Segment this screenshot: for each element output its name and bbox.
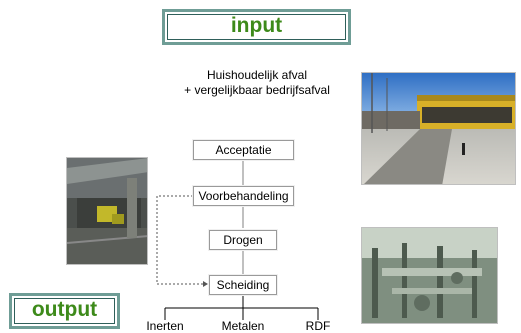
photo-separation-installation bbox=[361, 227, 498, 324]
input-title: input bbox=[230, 14, 283, 37]
step-voorbehandeling: Voorbehandeling bbox=[193, 186, 294, 206]
photo-facility-exterior bbox=[361, 72, 516, 185]
source-line-1: Huishoudelijk afval bbox=[206, 68, 308, 82]
source-label: Huishoudelijk afval + vergelijkbaar bedr… bbox=[160, 68, 354, 98]
output-inerten: Inerten bbox=[146, 319, 184, 333]
output-rdf: RDF bbox=[305, 319, 331, 333]
step-scheiding: Scheiding bbox=[209, 275, 277, 295]
output-title: output bbox=[31, 298, 98, 321]
source-line-2: + vergelijkbaar bedrijfsafval bbox=[184, 83, 330, 97]
output-metalen: Metalen bbox=[221, 319, 265, 333]
output-title-frame: output bbox=[9, 293, 120, 329]
photo-pretreatment bbox=[66, 157, 148, 265]
step-drogen: Drogen bbox=[209, 230, 277, 250]
input-title-frame: input bbox=[162, 9, 351, 45]
step-acceptatie: Acceptatie bbox=[193, 140, 294, 160]
